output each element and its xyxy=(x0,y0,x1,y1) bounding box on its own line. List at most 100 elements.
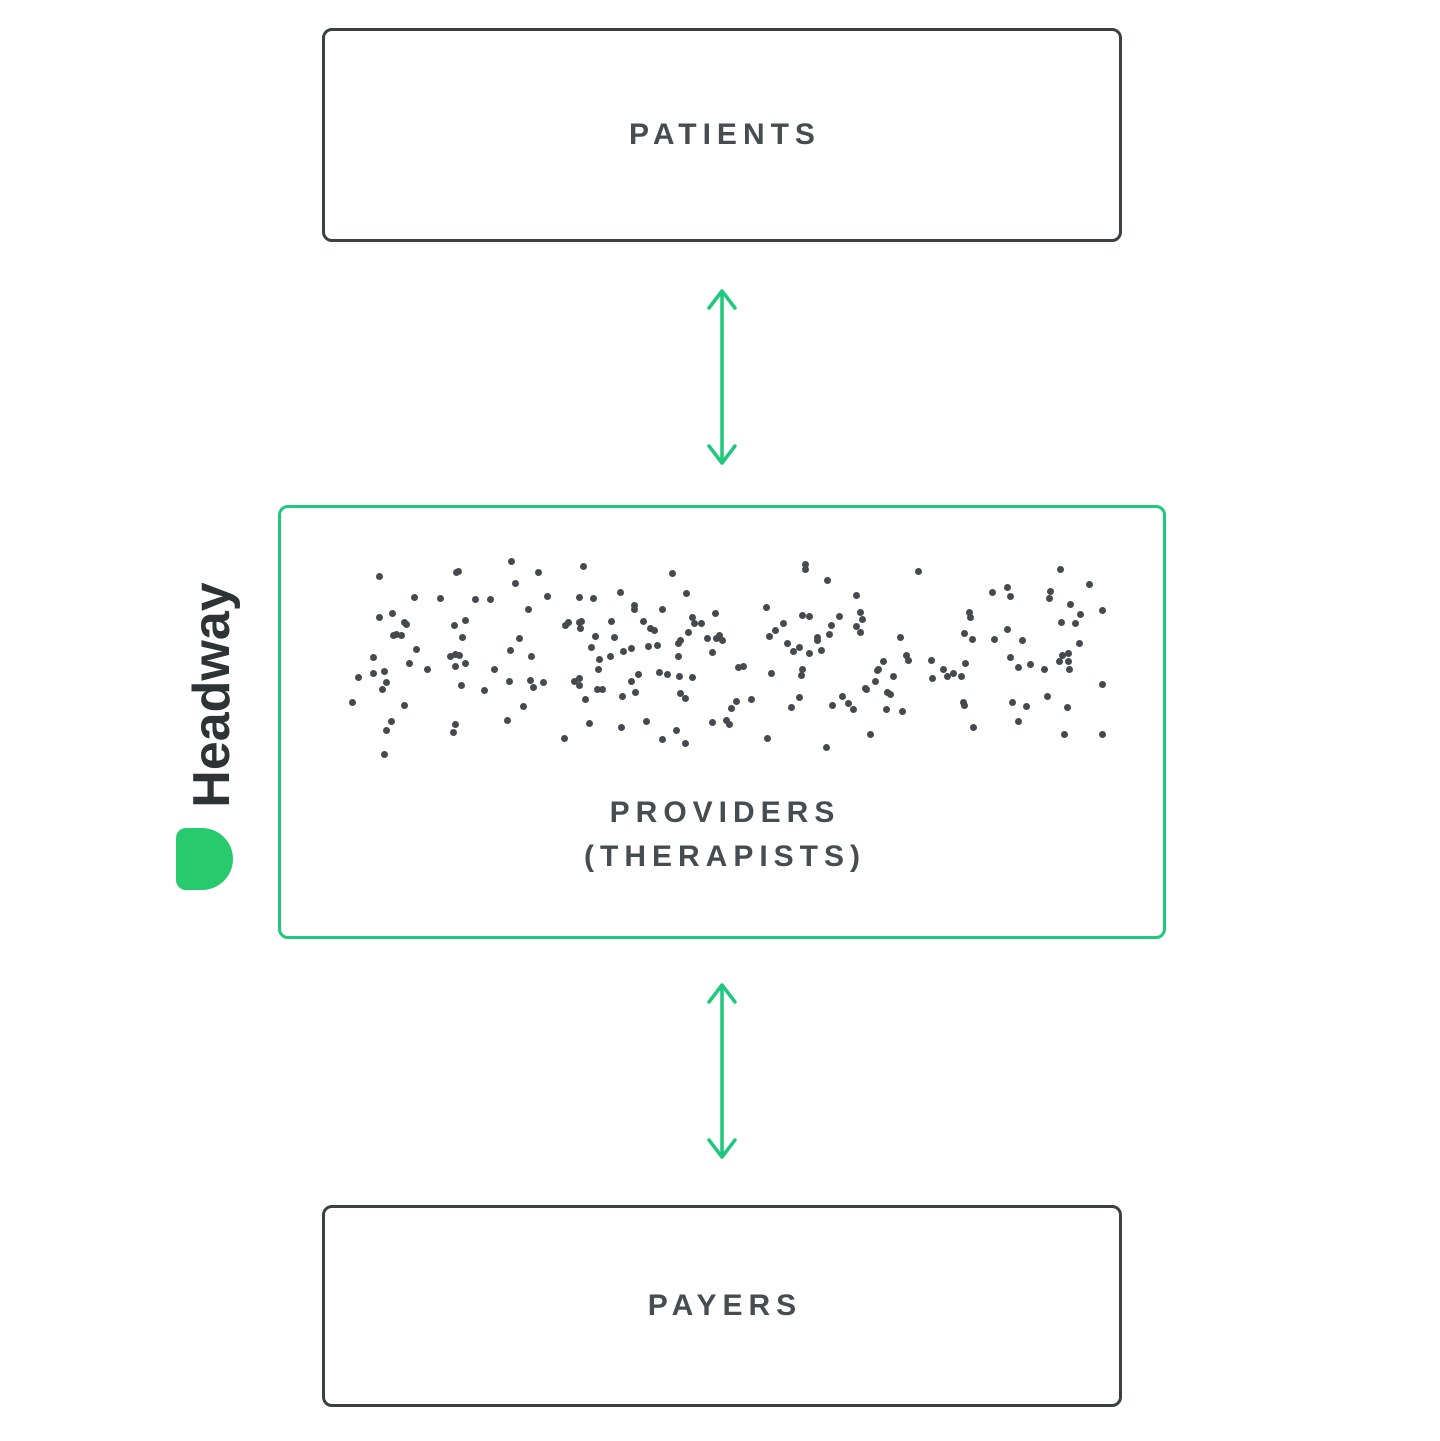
provider-dot xyxy=(849,706,857,714)
provider-dot xyxy=(461,616,469,624)
provider-dot xyxy=(389,631,397,639)
provider-dot xyxy=(682,695,690,703)
provider-dot xyxy=(799,611,807,619)
provider-dot xyxy=(970,724,978,732)
provider-dot xyxy=(1019,637,1027,644)
provider-dot xyxy=(452,721,460,729)
provider-dot xyxy=(790,647,798,655)
provider-dot xyxy=(525,605,533,613)
provider-dot xyxy=(381,667,389,675)
patients-label: PATIENTS xyxy=(629,118,821,151)
provider-dot xyxy=(966,609,974,617)
provider-dot xyxy=(592,632,600,640)
provider-dot xyxy=(587,644,595,652)
provider-dot xyxy=(899,708,907,716)
provider-dot xyxy=(766,633,774,641)
provider-dot xyxy=(630,605,638,613)
provider-dot xyxy=(402,621,410,629)
provider-dot xyxy=(646,624,654,632)
provider-dot xyxy=(857,608,865,616)
providers-label-line2: (THERAPISTS) xyxy=(584,840,866,873)
provider-dot xyxy=(784,640,792,648)
provider-dot xyxy=(450,729,458,737)
provider-dot xyxy=(764,735,772,743)
provider-dot xyxy=(872,678,880,686)
payers-box: PAYERS xyxy=(322,1205,1122,1407)
provider-dot xyxy=(950,669,958,677)
provider-dot xyxy=(853,623,861,631)
provider-dot xyxy=(788,704,796,712)
provider-dot xyxy=(704,635,712,643)
provider-dot xyxy=(388,610,396,618)
provider-dot xyxy=(631,601,639,609)
provider-dot xyxy=(1043,693,1051,701)
provider-dot xyxy=(527,653,535,660)
provider-dot xyxy=(879,657,887,665)
provider-dot xyxy=(904,657,912,665)
provider-dot xyxy=(586,720,594,728)
provider-dot xyxy=(681,739,689,747)
provider-dot xyxy=(628,677,636,685)
provider-dot xyxy=(529,684,537,692)
provider-dot xyxy=(507,646,515,654)
provider-dot xyxy=(823,744,831,752)
provider-dot xyxy=(526,676,534,684)
provider-dot xyxy=(593,685,601,693)
provider-dot xyxy=(1007,653,1015,661)
providers-label-line1: PROVIDERS xyxy=(609,796,841,829)
provider-dot xyxy=(883,689,891,697)
providers-label: PROVIDERS (THERAPISTS) xyxy=(281,796,1163,874)
patients-box: PATIENTS xyxy=(322,28,1122,242)
provider-dot xyxy=(1066,665,1074,673)
provider-dot xyxy=(1009,699,1017,707)
provider-dot xyxy=(1058,618,1066,626)
provider-dot xyxy=(674,653,682,661)
provider-dot xyxy=(839,692,847,700)
provider-dot xyxy=(688,614,696,622)
providers-box: PROVIDERS (THERAPISTS) xyxy=(278,505,1166,939)
provider-dot xyxy=(887,691,895,699)
provider-dot xyxy=(1040,665,1048,673)
provider-dot xyxy=(582,695,590,703)
provider-dot xyxy=(802,560,810,568)
provider-dot xyxy=(829,701,837,709)
provider-dot xyxy=(579,563,587,571)
provider-dot xyxy=(610,634,618,642)
provider-dot xyxy=(354,674,362,682)
provider-dot xyxy=(771,627,779,635)
provider-dot xyxy=(459,634,467,642)
provider-dot xyxy=(480,687,488,695)
provider-dot xyxy=(575,594,583,602)
provider-dot xyxy=(688,674,696,682)
provider-dot xyxy=(1047,588,1055,596)
provider-dot xyxy=(437,595,445,603)
provider-dot xyxy=(515,634,523,642)
provider-dot xyxy=(806,613,814,621)
provider-dot xyxy=(722,717,730,725)
provider-dot xyxy=(1058,652,1066,660)
provider-dot xyxy=(1056,657,1064,665)
provider-dot xyxy=(762,604,770,612)
provider-dot xyxy=(675,672,683,680)
provider-dot xyxy=(1098,680,1106,688)
provider-dot xyxy=(929,674,937,682)
provider-dot xyxy=(595,655,603,663)
provider-dot xyxy=(858,615,866,623)
provider-dot xyxy=(897,634,905,642)
provider-dot xyxy=(796,694,804,702)
provider-dot xyxy=(990,636,998,644)
provider-dot xyxy=(668,569,676,577)
provider-dot xyxy=(631,689,639,697)
provider-dot xyxy=(728,705,736,713)
provider-dot xyxy=(780,619,788,627)
provider-dot xyxy=(716,632,724,640)
provider-dot xyxy=(1077,610,1085,618)
provider-dot xyxy=(739,662,747,670)
provider-dot xyxy=(471,595,479,603)
provider-dot xyxy=(853,592,861,600)
provider-dot xyxy=(802,566,810,574)
provider-dot xyxy=(1064,657,1072,665)
provider-dot xyxy=(915,568,923,576)
provider-dot xyxy=(397,631,405,639)
provider-dot xyxy=(520,703,528,711)
